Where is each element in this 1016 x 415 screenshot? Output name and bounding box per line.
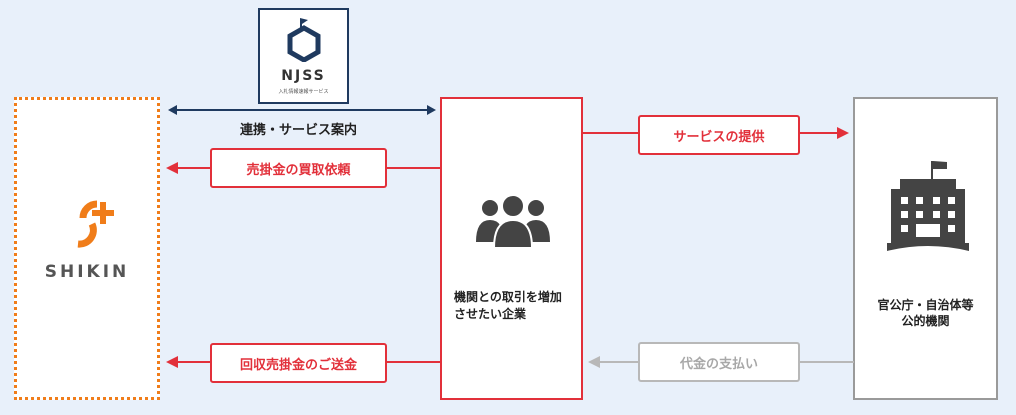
company-box: 機関との取引を増加させたい企業 <box>440 97 583 400</box>
shikin-logo-icon <box>77 200 114 248</box>
purchase-request-label: 売掛金の買取依頼 <box>210 148 387 188</box>
people-icon <box>476 194 550 249</box>
remittance-label: 回収売掛金のご送金 <box>210 343 387 383</box>
njss-logo: NJSS 入札情報速報サービス <box>258 8 349 104</box>
service-provision-label: サービスの提供 <box>638 115 800 155</box>
payment-label: 代金の支払い <box>638 342 800 382</box>
link-double-arrow <box>168 105 436 115</box>
njss-hexagon-icon <box>287 18 321 62</box>
company-label: 機関との取引を増加させたい企業 <box>454 290 562 321</box>
link-label: 連携・サービス案内 <box>240 123 358 138</box>
shikin-box: SHIKIN <box>14 97 160 400</box>
government-building-icon <box>887 161 969 251</box>
government-label-line1: 官公庁・自治体等 <box>877 298 974 312</box>
government-box: 官公庁・自治体等 公的機関 <box>853 97 998 400</box>
njss-logo-text: NJSS <box>281 68 326 84</box>
njss-subtitle: 入札情報速報サービス <box>278 89 329 95</box>
government-label-line2: 公的機関 <box>901 314 950 328</box>
shikin-logo-text: SHIKIN <box>44 262 130 282</box>
